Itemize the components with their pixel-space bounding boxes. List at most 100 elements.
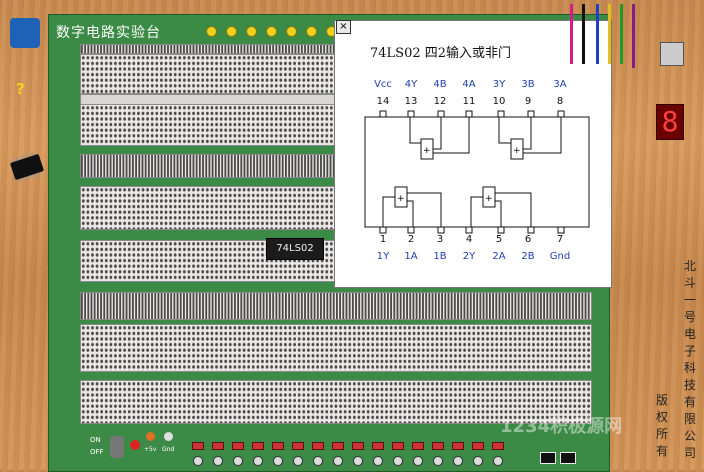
terminal-strip[interactable] — [80, 324, 592, 372]
logic-level-led — [452, 442, 464, 450]
logic-switch-terminal[interactable] — [273, 456, 283, 466]
logic-switch-terminal[interactable] — [293, 456, 303, 466]
chip-74ls02[interactable]: 74LS02 — [266, 238, 324, 260]
top-pin-number: 8 — [556, 96, 564, 107]
copyright-rights: 版权所有 — [656, 393, 669, 458]
vcc-terminal[interactable] — [146, 432, 155, 441]
app-logo-icon[interactable] — [10, 18, 40, 48]
gnd-terminal[interactable] — [164, 432, 173, 441]
wire-blue — [596, 4, 599, 64]
datasheet-window: + + + + — [334, 20, 612, 288]
top-pin-name: 3Y — [492, 79, 506, 90]
top-pin-name: 3A — [553, 79, 567, 90]
top-pin-name: 4B — [433, 79, 447, 90]
pin-stub — [465, 110, 473, 118]
pin-stub — [497, 110, 505, 118]
logic-level-led — [252, 442, 264, 450]
indicator-led — [246, 26, 257, 37]
logic-level-led — [332, 442, 344, 450]
seven-segment-display: 8 — [656, 104, 684, 140]
power-switch[interactable] — [110, 436, 124, 458]
terminal-strip[interactable] — [80, 380, 592, 424]
logic-level-led — [272, 442, 284, 450]
logic-level-led — [372, 442, 384, 450]
close-button[interactable]: × — [336, 20, 351, 34]
pulse-button[interactable] — [540, 452, 556, 464]
app-title: 数字电路实验台 — [56, 25, 161, 41]
gate-symbol: + — [485, 194, 493, 204]
pin-stub — [557, 226, 565, 234]
logic-switch-terminal[interactable] — [213, 456, 223, 466]
top-pin-name: Vcc — [374, 79, 392, 90]
on-label: ON — [90, 436, 101, 444]
indicator-led — [206, 26, 217, 37]
logic-switch-terminal[interactable] — [393, 456, 403, 466]
top-pin-name: 3B — [521, 79, 535, 90]
bottom-pin-name: 1A — [404, 251, 418, 262]
pulse-button[interactable] — [560, 452, 576, 464]
logic-level-led — [212, 442, 224, 450]
pin-stub — [379, 226, 387, 234]
logic-level-led — [312, 442, 324, 450]
wire-black — [582, 4, 585, 64]
pin-stub — [465, 226, 473, 234]
top-pin-number: 10 — [492, 96, 506, 107]
gate-symbol: + — [513, 146, 521, 156]
logic-switch-terminal[interactable] — [233, 456, 243, 466]
logic-switch-terminal[interactable] — [373, 456, 383, 466]
logic-switch-terminal[interactable] — [353, 456, 363, 466]
top-pin-name: 4Y — [404, 79, 418, 90]
top-pin-number: 11 — [462, 96, 476, 107]
logic-switch-terminal[interactable] — [333, 456, 343, 466]
bottom-pin-number: 3 — [436, 234, 444, 245]
top-pin-number: 13 — [404, 96, 418, 107]
pin-stub — [379, 110, 387, 118]
logic-level-led — [472, 442, 484, 450]
logic-level-led — [412, 442, 424, 450]
pin-stub — [407, 226, 415, 234]
help-icon[interactable]: ? — [16, 80, 25, 98]
gnd-label: Gnd — [162, 446, 175, 453]
top-pin-number: 9 — [524, 96, 532, 107]
logic-level-led — [432, 442, 444, 450]
pinout-diagram: + + + + — [364, 110, 590, 234]
logic-level-led — [292, 442, 304, 450]
logic-switch-terminal[interactable] — [493, 456, 503, 466]
pin-stub — [437, 110, 445, 118]
logic-level-led — [352, 442, 364, 450]
wire-magenta — [570, 4, 573, 64]
logic-switch-terminal[interactable] — [433, 456, 443, 466]
bottom-pin-name: 1Y — [376, 251, 390, 262]
off-label: OFF — [90, 448, 104, 456]
multimeter-icon[interactable] — [660, 42, 684, 66]
gate-symbol: + — [423, 146, 431, 156]
logic-switch-terminal[interactable] — [473, 456, 483, 466]
logic-switch-terminal[interactable] — [413, 456, 423, 466]
bottom-pin-number: 2 — [407, 234, 415, 245]
logic-level-led — [492, 442, 504, 450]
logic-level-led — [392, 442, 404, 450]
indicator-led — [266, 26, 277, 37]
chip-tool-icon[interactable] — [9, 153, 45, 181]
bottom-pin-number: 1 — [379, 234, 387, 245]
logic-switch-terminal[interactable] — [193, 456, 203, 466]
pin-stub — [407, 110, 415, 118]
indicator-led — [286, 26, 297, 37]
pin-stub — [557, 110, 565, 118]
power-led — [130, 440, 140, 450]
bottom-pin-name: 1B — [433, 251, 447, 262]
logic-switch-terminal[interactable] — [453, 456, 463, 466]
bottom-pin-name: Gnd — [549, 251, 571, 262]
power-rail — [80, 292, 592, 320]
logic-switch-terminal[interactable] — [313, 456, 323, 466]
bottom-pin-name: 2A — [492, 251, 506, 262]
bottom-pin-number: 4 — [465, 234, 473, 245]
pin-stub — [497, 226, 505, 234]
datasheet-title: 74LS02 四2输入或非门 — [370, 46, 512, 61]
indicator-led — [306, 26, 317, 37]
bottom-pin-number: 7 — [556, 234, 564, 245]
pin-stub — [527, 226, 535, 234]
top-pin-number: 12 — [433, 96, 447, 107]
logic-switch-terminal[interactable] — [253, 456, 263, 466]
indicator-led — [226, 26, 237, 37]
